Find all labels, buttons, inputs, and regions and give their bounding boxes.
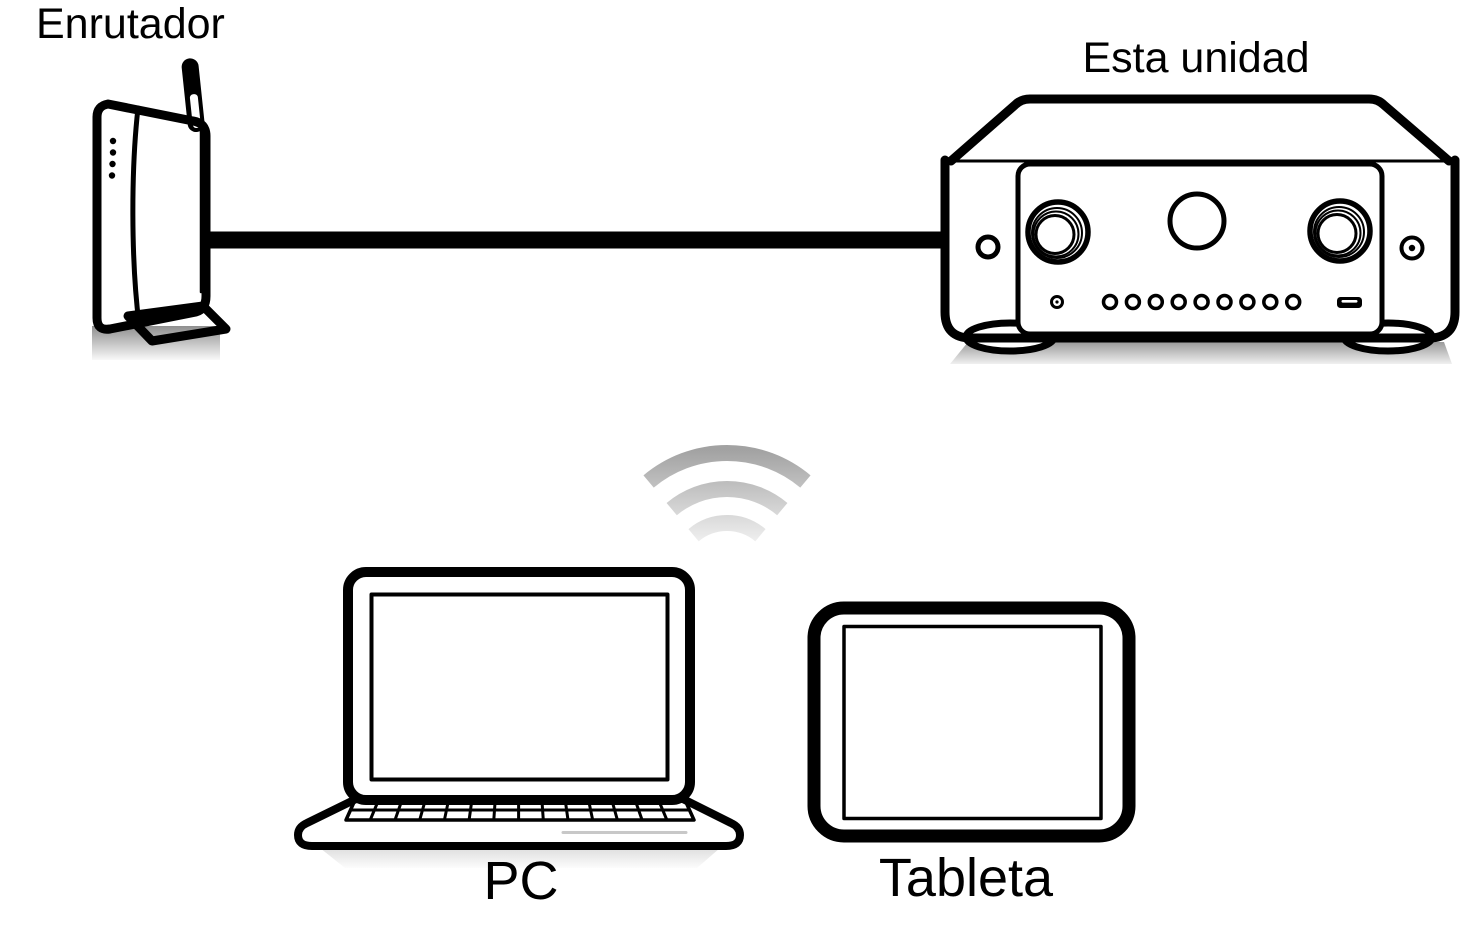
ethernet-cable-line xyxy=(200,231,948,249)
wifi-signal-icon xyxy=(643,445,811,542)
router-face-divider xyxy=(130,105,142,327)
unit-right-jack xyxy=(1399,235,1425,261)
unit-knob-left xyxy=(1025,199,1091,265)
wireless-router-icon xyxy=(92,58,231,360)
pc-label: PC xyxy=(483,851,559,911)
unit-power-indicator xyxy=(1050,295,1064,309)
tablet-label: Tableta xyxy=(878,848,1054,908)
unit-top-lid xyxy=(946,94,1454,166)
laptop-shadow xyxy=(320,848,720,868)
router-label: Enrutador xyxy=(36,0,225,48)
router-stand xyxy=(123,301,231,346)
laptop-keyboard xyxy=(344,798,696,822)
laptop-screen xyxy=(369,592,670,782)
unit-knob-right xyxy=(1307,198,1373,264)
tablet-screen xyxy=(842,624,1103,821)
router-leds xyxy=(108,137,117,179)
unit-usb-port xyxy=(1337,297,1362,308)
unit-chassis xyxy=(940,155,1460,343)
unit-center-circle xyxy=(1167,191,1227,251)
av-receiver-icon xyxy=(940,94,1460,364)
unit-label: Esta unidad xyxy=(1082,34,1310,82)
laptop-icon xyxy=(294,567,744,868)
unit-left-button xyxy=(975,234,1001,260)
router-face-inner-line xyxy=(142,110,203,294)
unit-shadow xyxy=(950,342,1452,364)
unit-button-row xyxy=(1101,293,1302,311)
laptop-base xyxy=(294,795,744,850)
router-body xyxy=(92,99,211,334)
tablet-icon xyxy=(807,601,1136,843)
